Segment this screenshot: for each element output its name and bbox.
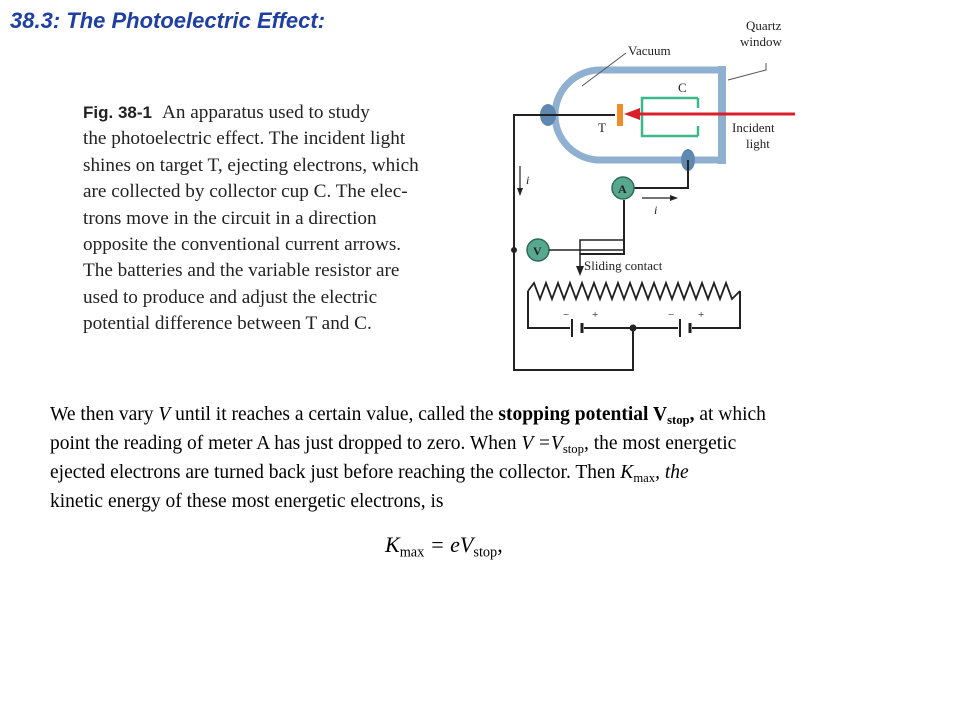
caption-line-2: the photoelectric effect. The incident l… — [83, 128, 406, 150]
eq-stop-subscript: stop — [473, 544, 498, 561]
var-v: V — [158, 404, 171, 425]
vacuum-leader — [581, 52, 627, 87]
eq-k: K — [385, 532, 400, 557]
eq-comma: , — [497, 532, 503, 557]
body-paragraph: We then vary V until it reaches a certai… — [50, 400, 940, 516]
sliding-contact-arrowhead — [576, 266, 584, 276]
body-text-segment: the most energetic — [588, 433, 737, 454]
figure-caption: Fig. 38-1 An apparatus used to study the … — [83, 100, 483, 338]
eq-rhs: = eV — [424, 532, 474, 557]
stop-subscript: stop — [667, 412, 690, 427]
body-line-3: ejected electrons are turned back just b… — [50, 458, 940, 487]
label-vacuum: Vacuum — [628, 43, 671, 58]
figure-label: Fig. 38-1 — [83, 103, 152, 122]
equation-kmax: Kmax = eVstop, — [385, 532, 503, 561]
body-line-2: point the reading of meter A has just dr… — [50, 429, 940, 458]
circuit-wire-sliding — [579, 239, 625, 266]
label-current-right: i — [654, 203, 657, 217]
caption-line-7: The batteries and the variable resistor … — [83, 260, 400, 282]
caption-line-9: potential difference between T and C. — [83, 313, 372, 335]
junction-dot-voltmeter — [511, 247, 517, 253]
label-incident: Incident — [732, 120, 775, 135]
stopping-potential-term: stopping potential Vstop, — [498, 404, 695, 427]
var-k: K — [620, 462, 634, 483]
battery-right-minus: − — [668, 309, 674, 321]
var-v-equals: V =V — [521, 433, 563, 454]
caption-line-8: used to produce and adjust the electric — [83, 286, 378, 308]
label-quartz: Quartz — [746, 18, 782, 33]
circuit-wire-left — [513, 114, 634, 371]
body-text-segment: , the — [655, 462, 689, 483]
label-light: light — [746, 136, 770, 151]
max-subscript: max — [633, 470, 656, 485]
caption-line-1: An apparatus used to study — [161, 102, 370, 123]
caption-line-3: shines on target T, ejecting electrons, … — [83, 154, 419, 176]
label-window: window — [740, 34, 783, 49]
caption-line-6: opposite the conventional current arrows… — [83, 234, 402, 256]
label-current-left: i — [526, 173, 529, 187]
collector-cup — [640, 96, 698, 138]
battery-right-plus: + — [698, 309, 704, 321]
incident-light-arrowhead — [624, 108, 640, 120]
junction-dot-battery — [629, 324, 637, 332]
voltmeter-label: V — [533, 244, 542, 258]
circuit-wire-ammeter-down — [580, 200, 625, 255]
stopping-potential-label: stopping potential V — [498, 404, 668, 425]
body-line-4: kinetic energy of these most energetic e… — [50, 491, 444, 512]
comma: , — [583, 433, 589, 454]
quartz-leader — [727, 63, 767, 81]
caption-line-4: are collected by collector cup C. The el… — [83, 181, 408, 203]
photoelectric-apparatus-diagram: Vacuum Quartz window C T Incident light … — [511, 18, 795, 371]
term-comma: , — [689, 404, 695, 425]
label-collector: C — [678, 80, 687, 95]
body-text-segment: until it reaches a certain value, called… — [170, 404, 499, 425]
body-text-segment: at which — [694, 404, 766, 425]
body-line-1: We then vary V until it reaches a certai… — [50, 400, 940, 429]
circuit-wire-collector — [634, 160, 689, 189]
ammeter-label: A — [618, 182, 627, 196]
label-target: T — [598, 120, 606, 135]
battery-left-plus: + — [592, 309, 598, 321]
stop-subscript: stop — [562, 441, 584, 456]
label-sliding-contact: Sliding contact — [584, 258, 663, 273]
current-arrow-left-head — [517, 188, 523, 196]
ammeter — [611, 176, 635, 200]
body-text-segment: point the reading of meter A has just dr… — [50, 433, 522, 454]
battery-left-minus: − — [563, 309, 569, 321]
current-arrow-right-head — [670, 195, 678, 201]
body-text-segment: We then vary — [50, 404, 159, 425]
eq-max-subscript: max — [399, 544, 425, 561]
body-text-segment: ejected electrons are turned back just b… — [50, 462, 621, 483]
variable-resistor — [527, 280, 741, 302]
slide-title: 38.3: The Photoelectric Effect: — [10, 8, 326, 33]
caption-line-5: trons move in the circuit in a direction — [83, 207, 377, 229]
target-plate — [617, 104, 623, 126]
